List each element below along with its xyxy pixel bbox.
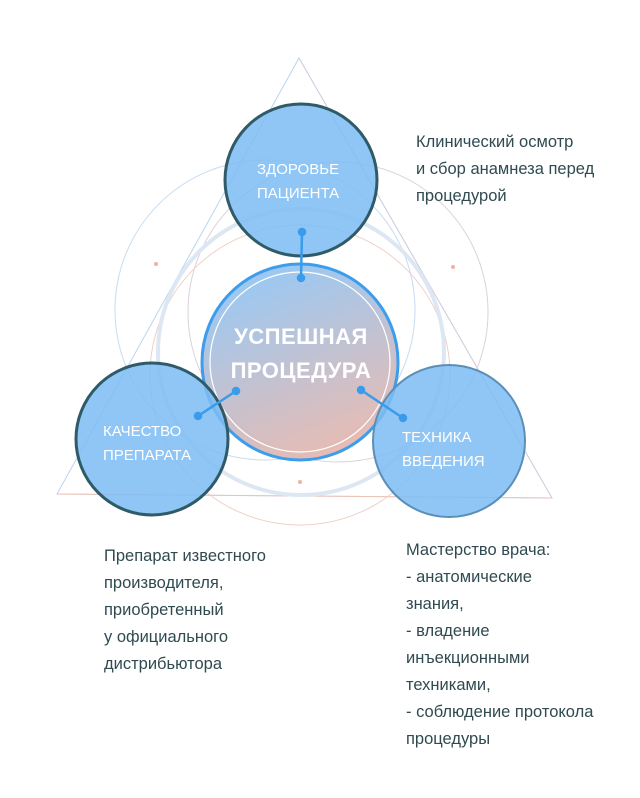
node-label-line: КАЧЕСТВО [103,423,182,440]
description-line: производителя, [104,574,224,592]
description-line: - владение [406,622,490,640]
description-top: Клинический осмотр и сбор анамнеза перед… [416,129,594,210]
center-label: УСПЕШНАЯ ПРОЦЕДУРА [203,320,399,388]
description-line: процедуры [406,730,491,748]
description-line: инъекционными [406,649,530,667]
node-label-line: ТЕХНИКА [402,429,472,446]
description-line: и сбор анамнеза перед [416,160,595,178]
description-left: Препарат известного производителя, приоб… [104,543,266,678]
accent-dot [451,265,455,269]
node-label-line: ВВЕДЕНИЯ [402,453,485,470]
description-line: у официального [104,628,228,646]
node-label-top: ЗДОРОВЬЕ ПАЦИЕНТА [257,158,339,206]
node-label-right: ТЕХНИКА ВВЕДЕНИЯ [402,426,485,474]
node-circle-right [372,364,526,518]
center-circle [200,262,400,462]
description-line: дистрибьютора [104,655,223,673]
center-label-line: ПРОЦЕДУРА [230,358,372,383]
connectors [193,227,408,423]
node-label-line: ЗДОРОВЬЕ [257,161,340,178]
description-line: знания, [406,595,464,613]
description-line: процедурой [416,187,507,205]
node-circle-left [74,361,230,517]
description-line: приобретенный [104,601,224,619]
node-label-line: ПРЕПАРАТА [103,447,192,464]
description-line: Препарат известного [104,547,266,565]
accent-dot [154,262,158,266]
description-line: техниками, [406,676,491,694]
center-label-line: УСПЕШНАЯ [234,324,368,349]
node-label-left: КАЧЕСТВО ПРЕПАРАТА [103,420,191,468]
node-label-line: ПАЦИЕНТА [257,185,340,202]
description-line: - анатомические [406,568,532,586]
description-line: Мастерство врача: [406,541,551,559]
description-right: Мастерство врача: - анатомические знания… [406,537,593,753]
description-line: - соблюдение протокола [406,703,594,721]
accent-dot [298,480,302,484]
description-line: Клинический осмотр [416,133,574,151]
